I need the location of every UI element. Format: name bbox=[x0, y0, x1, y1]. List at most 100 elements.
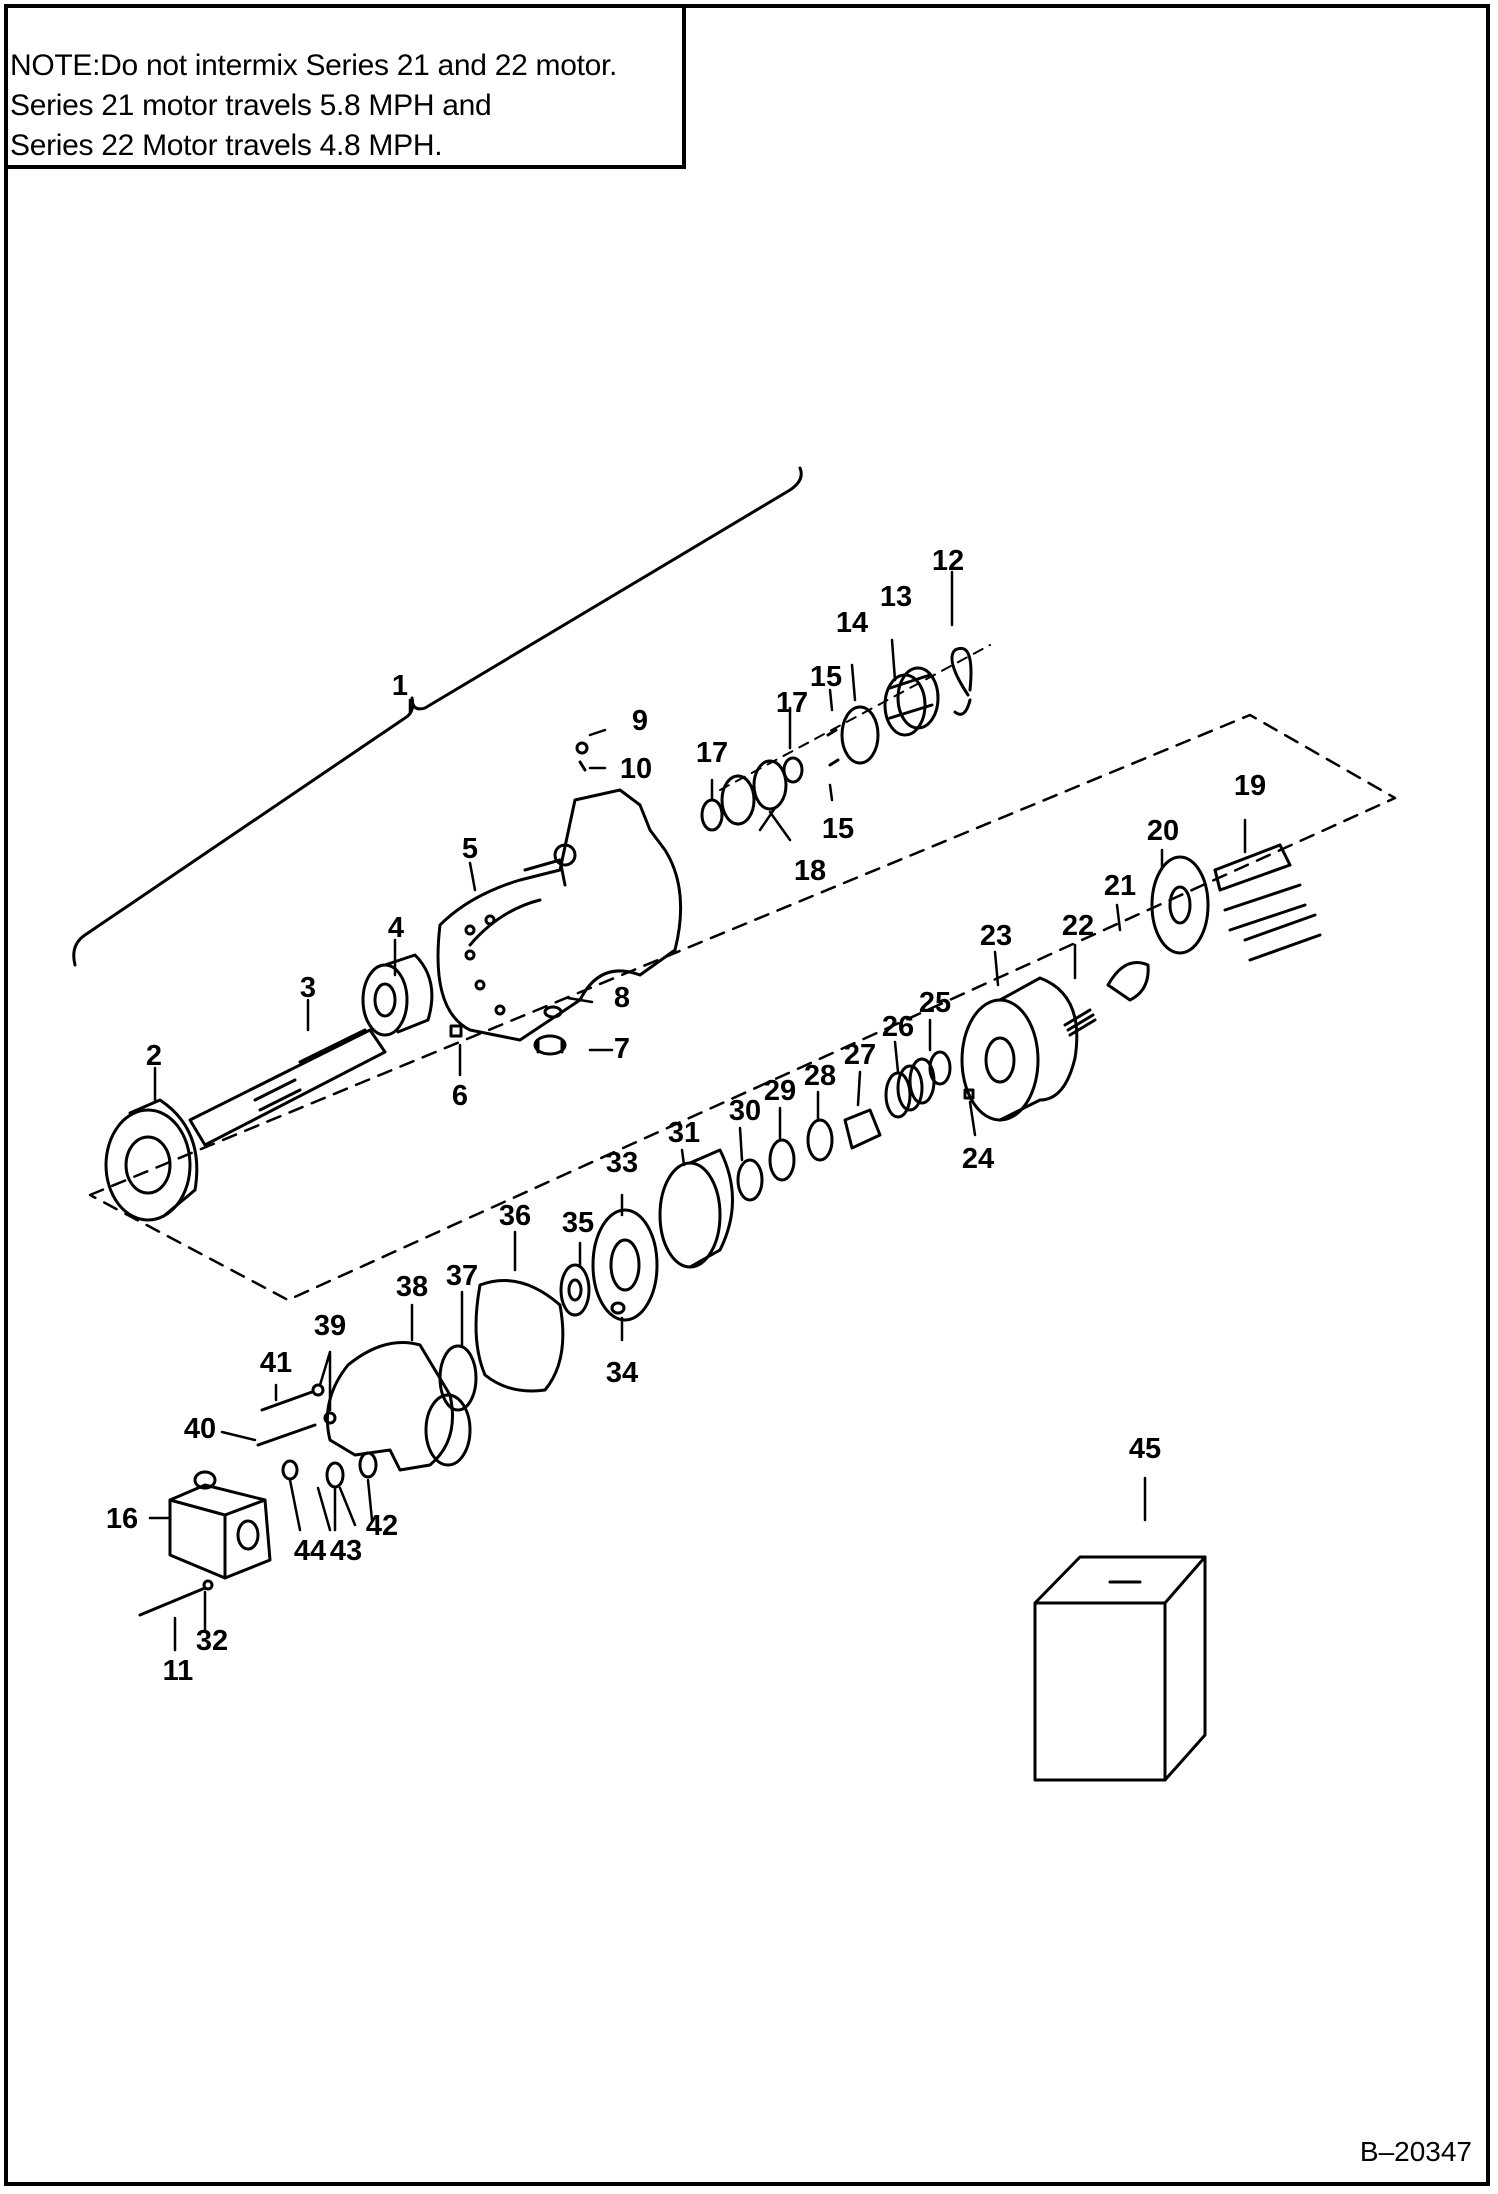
callout-20: 20 bbox=[1147, 815, 1179, 847]
callout-labels: 1 2 3 4 5 6 7 8 9 10 11 12 13 14 15 15 1… bbox=[106, 545, 1266, 1687]
gasket-36 bbox=[474, 1279, 565, 1393]
end-plate-33 bbox=[591, 1208, 659, 1322]
callout-19: 19 bbox=[1234, 770, 1266, 802]
washer-part bbox=[578, 760, 587, 772]
piston-set bbox=[1213, 843, 1322, 962]
callout-8: 8 bbox=[614, 982, 630, 1014]
ring-42 bbox=[358, 1451, 378, 1479]
retainer-part bbox=[826, 705, 880, 767]
callout-31: 31 bbox=[668, 1117, 700, 1149]
ring-29 bbox=[768, 1138, 796, 1182]
washer-32 bbox=[202, 1579, 214, 1591]
callout-30: 30 bbox=[729, 1095, 761, 1127]
retainer-plate-part bbox=[1106, 961, 1150, 1002]
callout-35: 35 bbox=[562, 1207, 594, 1239]
callout-33: 33 bbox=[606, 1147, 638, 1179]
seal-39b bbox=[323, 1411, 337, 1425]
flange-part bbox=[104, 1098, 199, 1222]
note-line-2: Series 21 motor travels 5.8 MPH and bbox=[10, 89, 492, 122]
bearing-set bbox=[700, 756, 804, 832]
note-box: NOTE:Do not intermix Series 21 and 22 mo… bbox=[4, 4, 686, 169]
housing-part bbox=[436, 788, 683, 1042]
callout-38: 38 bbox=[396, 1271, 428, 1303]
callout-16: 16 bbox=[106, 1503, 138, 1535]
dashed-outline bbox=[88, 713, 1397, 1302]
callout-11: 11 bbox=[163, 1655, 194, 1687]
screw-part bbox=[575, 741, 589, 755]
callout-36: 36 bbox=[499, 1200, 531, 1232]
callout-13: 13 bbox=[880, 581, 912, 613]
callout-27: 27 bbox=[844, 1039, 876, 1071]
fitting-part bbox=[533, 1005, 567, 1056]
swash-plate-part bbox=[1150, 855, 1210, 955]
spring-part bbox=[1063, 1008, 1097, 1037]
note-line-1: NOTE:Do not intermix Series 21 and 22 mo… bbox=[10, 49, 618, 82]
callout-15b: 15 bbox=[822, 813, 854, 845]
callout-6: 6 bbox=[452, 1080, 468, 1112]
callout-32: 32 bbox=[196, 1625, 228, 1657]
callout-22: 22 bbox=[1062, 910, 1094, 942]
ring-43 bbox=[325, 1461, 345, 1489]
callout-3: 3 bbox=[300, 972, 316, 1004]
ring-44 bbox=[281, 1459, 299, 1481]
callout-14: 14 bbox=[836, 607, 868, 639]
snap-ring-part bbox=[950, 646, 973, 716]
leader-lines bbox=[148, 570, 1247, 1652]
seal-kit-box-45 bbox=[1033, 1555, 1207, 1782]
note-line-3: Series 22 Motor travels 4.8 MPH. bbox=[10, 129, 443, 162]
callout-24: 24 bbox=[962, 1143, 994, 1175]
callout-10: 10 bbox=[620, 753, 652, 785]
callout-15a: 15 bbox=[810, 661, 842, 693]
callout-37: 37 bbox=[446, 1260, 478, 1292]
bolt-11 bbox=[138, 1586, 207, 1617]
pin-part bbox=[963, 1088, 975, 1100]
callout-45: 45 bbox=[1129, 1433, 1161, 1465]
shaft-part bbox=[188, 1028, 387, 1147]
seal-39a bbox=[311, 1383, 325, 1397]
bolt-40 bbox=[256, 1423, 317, 1447]
valve-plate-31 bbox=[658, 1148, 734, 1269]
callout-44: 44 bbox=[294, 1535, 326, 1567]
bushing-part bbox=[843, 1108, 882, 1150]
axis-line bbox=[719, 644, 991, 791]
callout-2: 2 bbox=[146, 1040, 162, 1072]
seal-28 bbox=[806, 1118, 834, 1162]
callout-9: 9 bbox=[632, 705, 648, 737]
callout-39: 39 bbox=[314, 1310, 346, 1342]
callout-21: 21 bbox=[1104, 870, 1136, 902]
callout-26: 26 bbox=[882, 1011, 914, 1043]
callout-17b: 17 bbox=[776, 687, 808, 719]
callout-18: 18 bbox=[794, 855, 826, 887]
callout-1: 1 bbox=[392, 670, 408, 702]
assembly-brace bbox=[72, 466, 803, 967]
callout-28: 28 bbox=[804, 1060, 836, 1092]
callout-40: 40 bbox=[184, 1413, 216, 1445]
bearing-35 bbox=[559, 1263, 591, 1317]
plug-part bbox=[449, 1024, 463, 1038]
callout-5: 5 bbox=[462, 833, 478, 865]
callout-12: 12 bbox=[932, 545, 964, 577]
callout-42: 42 bbox=[366, 1510, 398, 1542]
ring-30 bbox=[736, 1158, 764, 1202]
callout-4: 4 bbox=[388, 912, 404, 944]
bolt-41 bbox=[260, 1390, 314, 1412]
callout-43: 43 bbox=[330, 1535, 362, 1567]
end-cap-38 bbox=[325, 1341, 472, 1472]
bearing-part bbox=[361, 953, 434, 1037]
cylinder-barrel-part bbox=[960, 976, 1079, 1122]
drawing-reference: B–20347 bbox=[1359, 2136, 1472, 2167]
ring-34 bbox=[610, 1301, 626, 1315]
callout-23: 23 bbox=[980, 920, 1012, 952]
valve-block-16 bbox=[168, 1470, 272, 1580]
washer-25 bbox=[928, 1050, 952, 1086]
callout-17a: 17 bbox=[696, 737, 728, 769]
callout-41: 41 bbox=[260, 1347, 292, 1379]
callout-34: 34 bbox=[606, 1357, 638, 1389]
spring-26 bbox=[884, 1057, 936, 1119]
gear-part bbox=[883, 666, 940, 737]
page-border bbox=[4, 4, 1490, 2186]
callout-7: 7 bbox=[614, 1033, 630, 1065]
callout-25: 25 bbox=[919, 987, 951, 1019]
callout-29: 29 bbox=[764, 1075, 796, 1107]
